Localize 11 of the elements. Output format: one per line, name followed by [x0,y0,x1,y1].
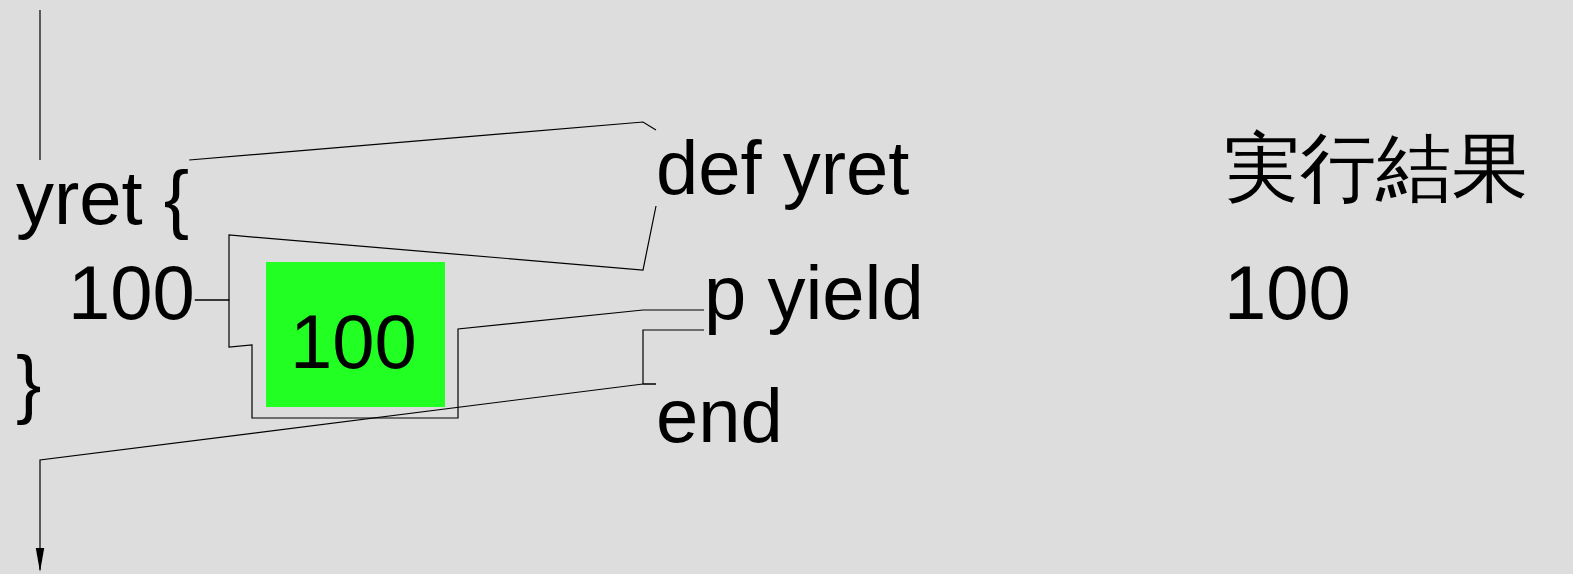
code-text: 100 [68,255,195,331]
flow-line [194,299,705,419]
code-text: end [656,378,783,454]
arrow [35,383,657,572]
value-text: 100 [290,304,417,380]
output-value: 100 [1224,255,1351,331]
flow-line [39,9,41,161]
value-box [266,262,445,407]
flow-line [188,121,657,161]
heading: 実行結果 [1224,130,1528,206]
flow-line [642,329,705,385]
